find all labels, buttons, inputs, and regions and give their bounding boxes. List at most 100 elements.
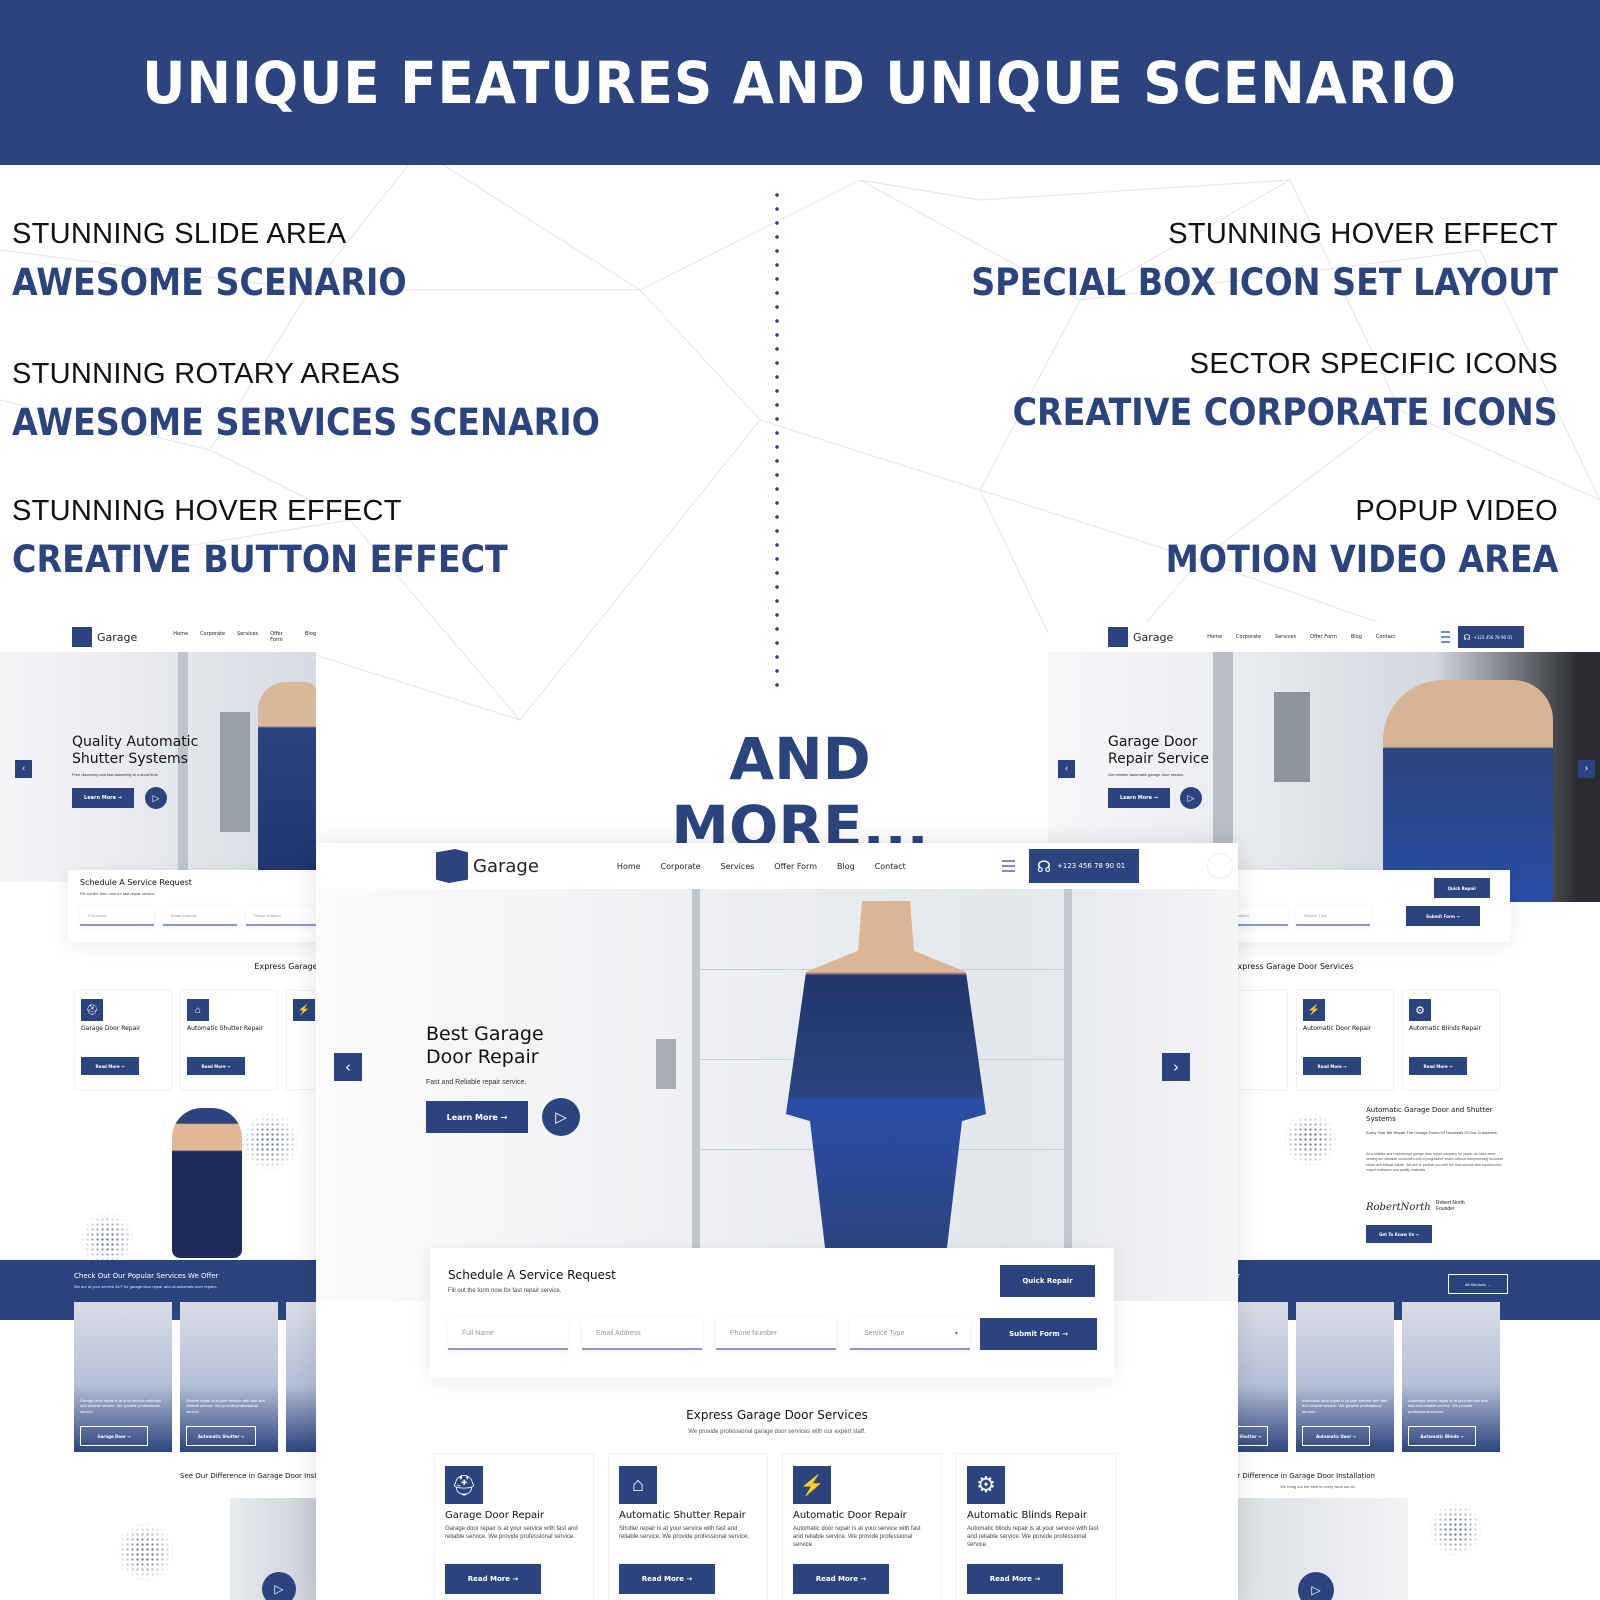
read-more-button[interactable]: Read More → <box>187 1057 245 1075</box>
garage-door-button[interactable]: Garage Door → <box>80 1426 148 1446</box>
nav-services[interactable]: Services <box>1275 634 1297 640</box>
play-video-button[interactable]: ▷ <box>542 1098 580 1136</box>
popular-title: Check Out Our Popular Services We Offer <box>74 1272 219 1280</box>
learn-more-button[interactable]: Learn More → <box>1108 788 1170 808</box>
nav-contact[interactable]: Contact <box>874 861 906 871</box>
quick-repair-button[interactable]: Quick Repair <box>1434 878 1490 898</box>
nav-offer-form[interactable]: Offer Form <box>270 631 283 643</box>
read-more-button[interactable]: Read More → <box>1303 1057 1361 1075</box>
phone-button[interactable]: ☊ +123 456 78 90 01 <box>1028 849 1139 883</box>
logo-text: Garage <box>1133 630 1174 644</box>
read-more-button[interactable]: Read More → <box>793 1564 889 1594</box>
automatic-shutter-button[interactable]: Automatic Shutter → <box>186 1426 256 1446</box>
difference-title: See Our Difference in Garage Door Instal… <box>180 1472 316 1480</box>
helmet-goggles-icon: ⛑ <box>81 999 103 1021</box>
feature-title: MOTION VIDEO AREA <box>1165 538 1558 581</box>
door-rail <box>692 889 700 1249</box>
quick-repair-button[interactable]: Quick Repair <box>1000 1265 1095 1297</box>
nav-blog[interactable]: Blog <box>837 861 855 871</box>
mockup-center: Garage Home Corporate Services Offer For… <box>316 843 1238 1600</box>
nav-home[interactable]: Home <box>173 631 189 637</box>
submit-form-button[interactable]: Submit Form → <box>1406 906 1480 926</box>
service-type-label: Service Type <box>864 1329 905 1337</box>
full-name-input[interactable]: Full Name <box>80 906 154 926</box>
logo[interactable]: Garage <box>72 627 137 647</box>
dot-pattern <box>240 1112 300 1172</box>
email-input[interactable]: Email Address <box>163 906 237 926</box>
gear-icon: ⚙ <box>1409 999 1431 1021</box>
card-desc: Garage door repair is at your service wi… <box>80 1398 161 1414</box>
services-title: Express Garage Door Services <box>686 1408 868 1422</box>
service-card: ⚡ <box>286 990 316 1090</box>
hero-title: Garage Door Repair Service <box>1108 734 1210 767</box>
play-video-button[interactable]: ▷ <box>1180 787 1202 809</box>
feature-subtitle: STUNNING HOVER EFFECT <box>12 495 402 527</box>
form-subtitle: Fill out the form now for fast repair se… <box>80 891 156 896</box>
nav-blog[interactable]: Blog <box>304 631 316 637</box>
slider-next-button[interactable]: › <box>1578 760 1595 778</box>
feature-subtitle: STUNNING ROTARY AREAS <box>12 358 401 390</box>
popular-card <box>286 1302 316 1452</box>
door-rail <box>1064 889 1072 1249</box>
read-more-button[interactable]: Read More → <box>445 1564 541 1594</box>
read-more-button[interactable]: Read More → <box>1409 1057 1467 1075</box>
gear-icon: ⚙ <box>967 1466 1005 1504</box>
popular-card: Garage door repair is at your service wi… <box>74 1302 172 1452</box>
popular-subtitle: We are at your service 24/7 for garage d… <box>74 1284 218 1289</box>
logo[interactable]: Garage <box>1108 627 1173 647</box>
service-type-select[interactable]: Service Type <box>1296 906 1370 926</box>
nav-offer-form[interactable]: Offer Form <box>774 861 817 871</box>
card-desc: Shutter repair is at your service with f… <box>186 1398 265 1414</box>
nav-offer-form[interactable]: Offer Form <box>1310 634 1337 640</box>
hero-subtitle: Free discovery and fast assembly in a sh… <box>72 772 159 777</box>
navbar: Garage Home Corporate Services Offer For… <box>316 843 1238 889</box>
nav-corporate[interactable]: Corporate <box>1236 634 1262 640</box>
nav-blog[interactable]: Blog <box>1350 634 1362 640</box>
read-more-button[interactable]: Read More → <box>619 1564 715 1594</box>
mockup-left: Garage Home Corporate Services Offer For… <box>0 622 316 1600</box>
nav-services[interactable]: Services <box>720 861 755 871</box>
phone-number: +123 456 78 90 01 <box>1057 862 1126 870</box>
difference-title: See Our Difference in Garage Door Instal… <box>1212 1472 1375 1480</box>
read-more-button[interactable]: Read More → <box>81 1057 139 1075</box>
play-video-button[interactable]: ▷ <box>145 787 167 809</box>
nav-home[interactable]: Home <box>1207 634 1223 640</box>
nav-corporate[interactable]: Corporate <box>660 861 701 871</box>
phone-input[interactable]: Phone Number <box>716 1318 836 1350</box>
feature-video-area: POPUP VIDEO MOTION VIDEO AREA <box>1122 495 1558 581</box>
play-video-button[interactable]: ▷ <box>262 1572 296 1600</box>
nav-corporate[interactable]: Corporate <box>200 631 226 637</box>
service-type-select[interactable]: Service Type ▾ <box>850 1318 970 1350</box>
get-to-know-us-button[interactable]: Get To Know Us → <box>1366 1225 1432 1243</box>
service-card: ⌂ Automatic Shutter Repair Shutter repai… <box>608 1453 768 1600</box>
learn-more-button[interactable]: Learn More → <box>426 1101 528 1133</box>
garage-logo-icon <box>1108 627 1128 647</box>
slider-prev-button[interactable]: ‹ <box>334 1053 362 1081</box>
automatic-door-button[interactable]: Automatic Door → <box>1302 1426 1370 1446</box>
slider-next-button[interactable]: › <box>1162 1053 1190 1081</box>
slider-prev-button[interactable]: ‹ <box>15 760 32 778</box>
worker-image <box>258 682 316 882</box>
read-more-button[interactable]: Read More → <box>967 1564 1063 1594</box>
nav-services[interactable]: Services <box>237 631 259 637</box>
and-more-label: AND MORE... <box>671 725 929 861</box>
nav-contact[interactable]: Contact <box>1375 634 1396 640</box>
phone-button[interactable]: ☊ +123 456 78 90 01 <box>1458 626 1525 648</box>
slider-prev-button[interactable]: ‹ <box>1058 760 1075 778</box>
nav-home[interactable]: Home <box>616 861 641 871</box>
automatic-blinds-button[interactable]: Automatic Blinds → <box>1408 1426 1476 1446</box>
all-services-button[interactable]: All Services → <box>1448 1274 1508 1294</box>
card-desc: Automatic blinds repair is at your servi… <box>967 1526 1099 1549</box>
menu-icon[interactable] <box>1441 631 1451 643</box>
phone-input[interactable]: Phone Number <box>246 906 316 926</box>
email-input[interactable]: Email Address <box>582 1318 702 1350</box>
full-name-input[interactable]: Full Name <box>448 1318 568 1350</box>
popular-card: Automatic blinds repair is at your servi… <box>1402 1302 1500 1452</box>
learn-more-button[interactable]: Learn More → <box>72 788 134 808</box>
menu-icon[interactable] <box>1001 860 1015 872</box>
search-toggle[interactable] <box>1206 853 1233 879</box>
play-video-button[interactable]: ▷ <box>1298 1572 1334 1600</box>
submit-form-button[interactable]: Submit Form → <box>980 1318 1097 1350</box>
garage-logo-icon <box>436 849 468 883</box>
logo[interactable]: Garage <box>436 849 539 883</box>
